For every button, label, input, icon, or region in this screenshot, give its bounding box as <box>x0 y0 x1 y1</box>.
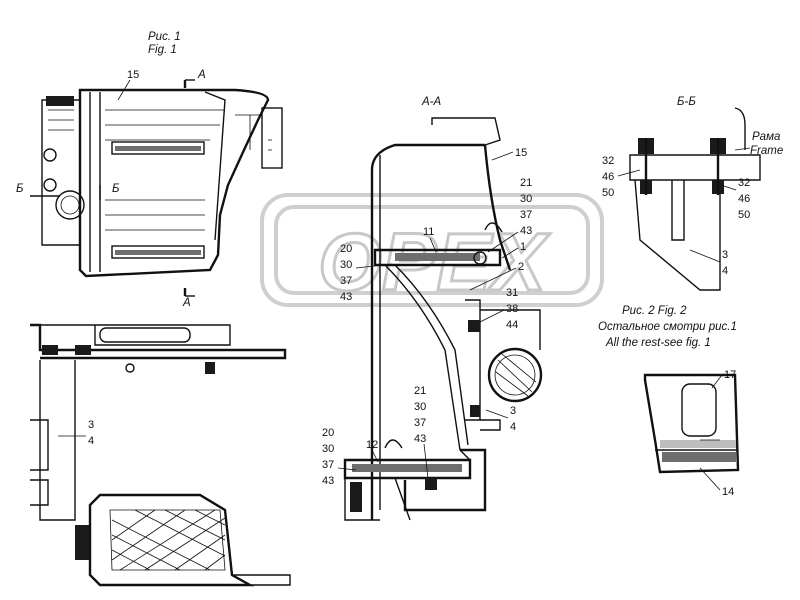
aa-callout-30: 30 <box>520 193 532 205</box>
fig1-callout-15: 15 <box>127 69 139 81</box>
aa-callout-4: 4 <box>510 421 516 433</box>
aa-callout-30c: 30 <box>414 401 426 413</box>
bb-callout-3: 3 <box>722 249 728 261</box>
aa-callout-38: 38 <box>506 303 518 315</box>
bb-callout-50: 50 <box>602 187 614 199</box>
section-aa-drawing <box>343 117 543 521</box>
aa-callout-37: 37 <box>520 209 532 221</box>
aa-callout-44: 44 <box>506 319 518 331</box>
fig1-title-ru: Рис. 1 <box>148 31 181 43</box>
section-mark-a-bottom: А <box>182 297 191 309</box>
aa-callout-43c: 43 <box>414 433 426 445</box>
frame-label-ru: Рама <box>752 131 780 143</box>
frame-label-en: Frame <box>750 145 783 157</box>
fig1-callout-4: 4 <box>88 435 94 447</box>
watermark-text: OPEX <box>318 217 550 308</box>
aa-callout-43: 43 <box>520 225 532 237</box>
bb-callout-46: 46 <box>602 171 614 183</box>
bb-callout-50b: 50 <box>738 209 750 221</box>
watermark: OPEX <box>260 193 604 310</box>
aa-callout-20: 20 <box>340 243 352 255</box>
aa-callout-11: 11 <box>423 226 434 238</box>
fig1-callout-3: 3 <box>88 419 94 431</box>
section-mark-b-left: Б <box>16 183 24 195</box>
fig2-note-ru: Остальное смотри рис.1 <box>598 321 737 333</box>
aa-callout-30d: 30 <box>322 443 334 455</box>
bb-callout-4: 4 <box>722 265 728 277</box>
aa-callout-30b: 30 <box>340 259 352 271</box>
aa-callout-31: 31 <box>506 287 518 299</box>
aa-callout-37d: 37 <box>322 459 334 471</box>
aa-callout-21: 21 <box>520 177 532 189</box>
section-mark-b-right: Б <box>112 183 120 195</box>
aa-callout-15: 15 <box>515 147 527 159</box>
step-front-view <box>30 323 291 587</box>
aa-callout-43d: 43 <box>322 475 334 487</box>
aa-callout-37c: 37 <box>414 417 426 429</box>
fig2-callout-17: 17 <box>724 369 736 381</box>
fig2-note-en: All the rest-see fig. 1 <box>605 337 711 349</box>
step-side-view <box>30 79 283 297</box>
fig2-drawing <box>643 373 740 474</box>
fig2-callout-14: 14 <box>722 486 734 498</box>
bb-callout-32: 32 <box>602 155 614 167</box>
section-bb-drawing <box>629 107 761 291</box>
aa-callout-37b: 37 <box>340 275 352 287</box>
bb-callout-32b: 32 <box>738 177 750 189</box>
aa-callout-2: 2 <box>518 261 524 273</box>
bb-callout-46b: 46 <box>738 193 750 205</box>
section-bb-title: Б-Б <box>677 96 696 108</box>
fig2-title: Рис. 2 Fig. 2 <box>622 305 687 317</box>
aa-callout-21b: 21 <box>414 385 426 397</box>
aa-callout-12: 12 <box>366 439 378 451</box>
section-mark-a-top: А <box>197 69 206 81</box>
aa-callout-43b: 43 <box>340 291 352 303</box>
fig1-title-en: Fig. 1 <box>148 44 177 56</box>
aa-callout-3: 3 <box>510 405 516 417</box>
section-aa-title: А-А <box>421 96 442 108</box>
aa-callout-20b: 20 <box>322 427 334 439</box>
aa-callout-1: 1 <box>520 241 526 253</box>
